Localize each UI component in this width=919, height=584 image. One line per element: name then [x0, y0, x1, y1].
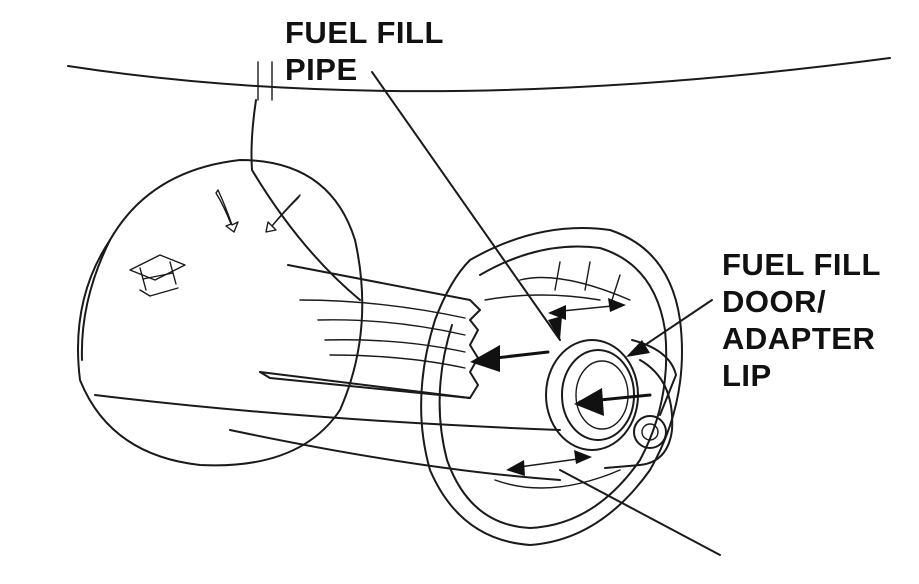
- fuel-fill-door-label-line2: DOOR/: [722, 284, 827, 319]
- leader-line-pipe: [371, 71, 561, 341]
- direction-arrows: [470, 298, 652, 476]
- body-panel-recess: [250, 99, 361, 301]
- door-arrow-left-icon: [215, 189, 239, 233]
- body-panel-top-curve: [67, 57, 891, 93]
- fuel-fill-pipe-label: FUEL FILL PIPE: [285, 14, 444, 88]
- fuel-fill-door-label-line4: LIP: [722, 358, 772, 393]
- fuel-door-panel: [77, 159, 364, 467]
- fuel-fill-pipe-neck: [545, 339, 677, 469]
- adapter-lip-bolt: [633, 415, 667, 449]
- fuel-fill-pipe-label-line1: FUEL FILL: [285, 15, 444, 50]
- fuel-fill-door-label-line3: ADAPTER: [722, 321, 876, 356]
- adapter-lip-tab: [604, 359, 674, 469]
- hinge-arm: [259, 264, 481, 399]
- fuel-fill-door-label: FUEL FILL DOOR/ ADAPTER LIP: [722, 246, 881, 394]
- body-bottom-diagonal: [559, 469, 721, 556]
- brand-emblem-icon: [129, 254, 186, 297]
- body-lower-line: [94, 394, 561, 431]
- fuel-opening-rim: [420, 227, 683, 546]
- body-lower-line-2: [229, 429, 561, 481]
- fuel-fill-pipe-label-line2: PIPE: [285, 52, 358, 87]
- door-arrow-right-icon: [265, 194, 301, 233]
- fuel-fill-door-label-line1: FUEL FILL: [722, 247, 881, 282]
- body-panel-seam: [257, 61, 273, 101]
